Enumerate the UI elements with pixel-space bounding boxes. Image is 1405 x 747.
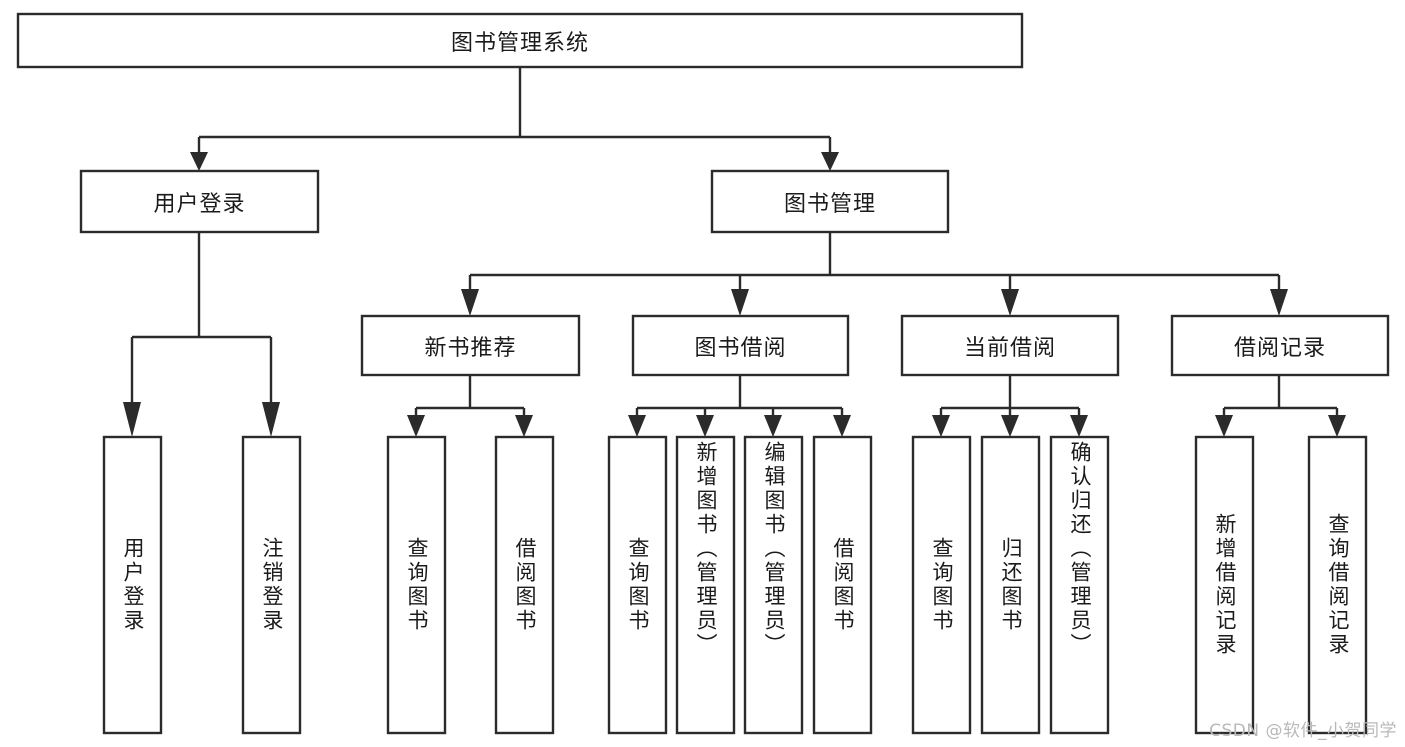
node-leaf-borrow-book-2[interactable] bbox=[812, 435, 873, 735]
arrow-leaf-confirm-return bbox=[1070, 415, 1088, 437]
arrow-leaf-user-logout bbox=[262, 402, 280, 437]
arrow-leaf-borrow-book-2 bbox=[833, 415, 851, 437]
node-leaf-return-book[interactable] bbox=[980, 435, 1041, 735]
nodes-layer bbox=[16, 12, 1390, 735]
arrow-to-book-borrow bbox=[731, 289, 749, 316]
arrow-to-user-login bbox=[190, 152, 208, 171]
arrow-leaf-add-record bbox=[1215, 415, 1233, 437]
arrow-to-new-book-recommend bbox=[461, 289, 479, 316]
node-leaf-query-book-3[interactable] bbox=[911, 435, 972, 735]
node-leaf-query-book-1[interactable] bbox=[386, 435, 447, 735]
node-leaf-edit-book[interactable] bbox=[743, 435, 804, 735]
node-leaf-query-book-2[interactable] bbox=[607, 435, 668, 735]
arrow-leaf-user-login bbox=[123, 402, 141, 437]
node-current-borrow[interactable] bbox=[900, 314, 1120, 377]
node-leaf-query-record[interactable] bbox=[1307, 435, 1368, 735]
arrow-leaf-query-book-3 bbox=[932, 415, 950, 437]
arrow-leaf-query-record bbox=[1328, 415, 1346, 437]
arrow-leaf-edit-book bbox=[764, 415, 782, 437]
arrow-leaf-add-book bbox=[696, 415, 714, 437]
arrow-leaf-return-book bbox=[1001, 415, 1019, 437]
node-leaf-user-login[interactable] bbox=[102, 435, 163, 735]
edges-layer bbox=[123, 67, 1346, 437]
arrow-to-current-borrow bbox=[1001, 289, 1019, 316]
node-root[interactable] bbox=[16, 12, 1024, 69]
node-book-manage[interactable] bbox=[710, 169, 950, 234]
node-new-book-recommend[interactable] bbox=[360, 314, 581, 377]
node-leaf-borrow-book-1[interactable] bbox=[494, 435, 555, 735]
node-borrow-record[interactable] bbox=[1170, 314, 1390, 377]
node-leaf-add-record[interactable] bbox=[1194, 435, 1255, 735]
node-book-borrow[interactable] bbox=[631, 314, 850, 377]
arrow-leaf-query-book-1 bbox=[407, 415, 425, 437]
node-leaf-add-book[interactable] bbox=[675, 435, 736, 735]
arrow-to-book-manage bbox=[821, 152, 839, 171]
node-leaf-confirm-return[interactable] bbox=[1049, 435, 1110, 735]
arrow-to-borrow-record bbox=[1270, 289, 1288, 316]
arrow-leaf-borrow-book-1 bbox=[515, 415, 533, 437]
arrow-leaf-query-book-2 bbox=[628, 415, 646, 437]
node-user-login[interactable] bbox=[79, 169, 320, 234]
node-leaf-user-logout[interactable] bbox=[241, 435, 302, 735]
